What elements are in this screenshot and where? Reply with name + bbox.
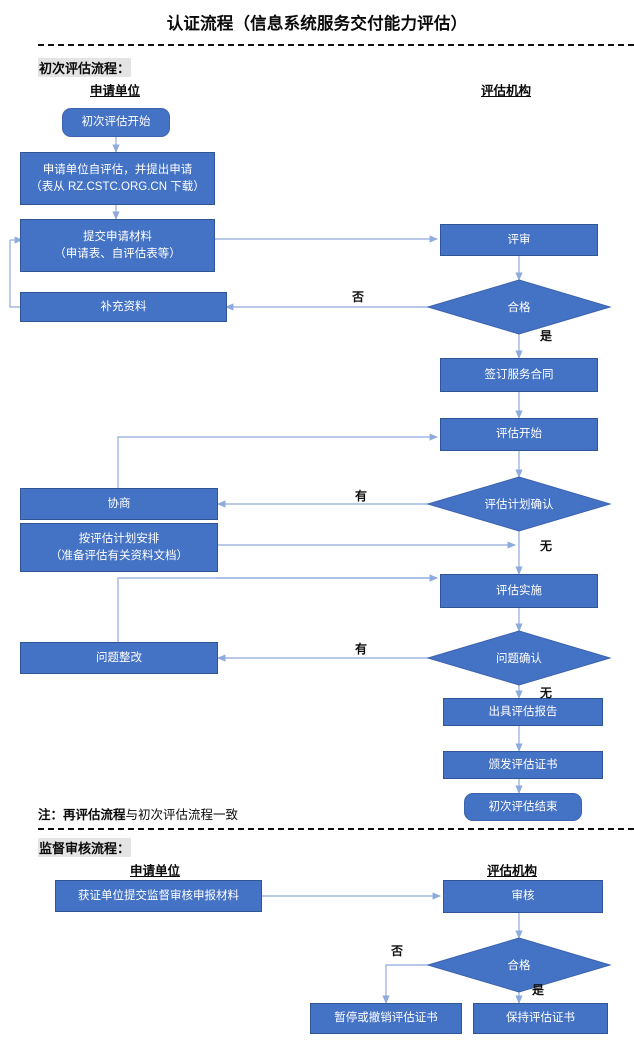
node-self-assess-line2: （表从 RZ.CSTC.ORG.CN 下载） bbox=[30, 180, 205, 193]
node-submit[interactable]: 提交申请材料 （申请表、自评估表等） bbox=[20, 219, 215, 272]
section-label-initial: 初次评估流程： bbox=[38, 58, 132, 77]
node-assess-do-label: 评估实施 bbox=[496, 584, 542, 597]
edge-label-plan-no: 无 bbox=[540, 539, 553, 553]
column-head-applicant: 申请单位 bbox=[90, 84, 141, 98]
edge-label-plan-yes: 有 bbox=[355, 489, 368, 503]
edge-label-sv-yes: 是 bbox=[532, 983, 545, 997]
node-supplement-label: 补充资料 bbox=[100, 300, 147, 313]
note-rest: 与初次评估流程一致 bbox=[125, 808, 239, 822]
node-negotiate[interactable]: 协商 bbox=[20, 488, 218, 520]
node-contract-label: 签订服务合同 bbox=[484, 368, 554, 381]
node-plan-confirm-label: 评估计划确认 bbox=[484, 499, 554, 511]
node-plan-confirm-label-wrap[interactable]: 评估计划确认 bbox=[459, 492, 579, 516]
node-sv-submit[interactable]: 获证单位提交监督审核申报材料 bbox=[55, 880, 262, 912]
node-end-label: 初次评估结束 bbox=[488, 800, 558, 813]
node-report[interactable]: 出具评估报告 bbox=[443, 698, 603, 726]
node-review[interactable]: 评审 bbox=[440, 224, 598, 256]
edge-label-issue-no: 无 bbox=[540, 686, 553, 700]
node-certificate[interactable]: 颁发评估证书 bbox=[443, 751, 603, 779]
node-plan-arrange[interactable]: 按评估计划安排 （准备评估有关资料文档） bbox=[20, 523, 218, 572]
node-self-assess-line1: 申请单位自评估，并提出申请 bbox=[42, 163, 193, 176]
node-assess-do[interactable]: 评估实施 bbox=[440, 574, 598, 608]
node-plan-arrange-line2: （准备评估有关资料文档） bbox=[50, 549, 188, 562]
divider-top bbox=[38, 44, 634, 46]
column-head-agency2: 评估机构 bbox=[487, 864, 538, 878]
node-plan-arrange-line1: 按评估计划安排 bbox=[78, 532, 160, 545]
node-sv-suspend-label: 暂停或撤销评估证书 bbox=[334, 1012, 438, 1025]
node-self-assess[interactable]: 申请单位自评估，并提出申请 （表从 RZ.CSTC.ORG.CN 下载） bbox=[20, 152, 215, 205]
column-head-agency: 评估机构 bbox=[481, 84, 532, 98]
node-start[interactable]: 初次评估开始 bbox=[62, 108, 170, 137]
note-bold-part: 再评估流程 bbox=[63, 808, 126, 822]
node-review-label: 评审 bbox=[507, 233, 531, 246]
node-start-label: 初次评估开始 bbox=[81, 116, 151, 129]
decision-plan-confirm-shape bbox=[426, 476, 612, 532]
node-assess-start[interactable]: 评估开始 bbox=[440, 418, 598, 451]
node-assess-start-label: 评估开始 bbox=[496, 428, 542, 441]
page-title: 认证流程（信息系统服务交付能力评估） bbox=[166, 15, 468, 33]
node-contract[interactable]: 签订服务合同 bbox=[440, 358, 598, 392]
node-qualified-label-wrap[interactable]: 合格 bbox=[469, 295, 569, 319]
section-label-surveillance: 监督审核流程： bbox=[38, 838, 132, 857]
node-issue-fix[interactable]: 问题整改 bbox=[20, 642, 218, 674]
node-sv-qualified-label-wrap[interactable]: 合格 bbox=[469, 953, 569, 977]
node-issue-fix-label: 问题整改 bbox=[96, 651, 142, 664]
divider-middle bbox=[38, 828, 634, 830]
note-prefix: 注： bbox=[38, 808, 64, 822]
node-supplement[interactable]: 补充资料 bbox=[20, 292, 227, 322]
node-certificate-label: 颁发评估证书 bbox=[488, 758, 558, 771]
node-report-label: 出具评估报告 bbox=[488, 705, 558, 718]
column-head-applicant2: 申请单位 bbox=[130, 864, 181, 878]
node-issue-confirm-label-wrap[interactable]: 问题确认 bbox=[465, 646, 573, 670]
decision-sv-qualified-shape bbox=[426, 937, 612, 993]
decision-issue-confirm-shape bbox=[426, 630, 612, 686]
node-sv-submit-label: 获证单位提交监督审核申报材料 bbox=[78, 889, 239, 902]
node-sv-audit[interactable]: 审核 bbox=[443, 880, 603, 913]
node-qualified-label: 合格 bbox=[507, 302, 531, 314]
node-negotiate-label: 协商 bbox=[107, 497, 131, 510]
node-sv-audit-label: 审核 bbox=[511, 890, 535, 903]
decision-qualified-shape bbox=[426, 279, 612, 335]
node-submit-line2: （申请表、自评估表等） bbox=[54, 247, 181, 260]
edge-label-qualified-no: 否 bbox=[352, 290, 365, 304]
edge-label-sv-no: 否 bbox=[391, 944, 404, 958]
edge-label-qualified-yes: 是 bbox=[540, 329, 553, 343]
node-issue-confirm-label: 问题确认 bbox=[496, 653, 542, 665]
node-sv-keep[interactable]: 保持评估证书 bbox=[473, 1003, 608, 1034]
node-sv-qualified-label: 合格 bbox=[507, 960, 531, 972]
node-submit-line1: 提交申请材料 bbox=[83, 230, 152, 243]
note-text: 注：再评估流程与初次评估流程一致 bbox=[38, 804, 238, 823]
node-sv-suspend[interactable]: 暂停或撤销评估证书 bbox=[310, 1003, 462, 1034]
node-sv-keep-label: 保持评估证书 bbox=[506, 1012, 575, 1025]
node-end[interactable]: 初次评估结束 bbox=[464, 793, 582, 821]
edge-label-issue-yes: 有 bbox=[355, 642, 368, 656]
